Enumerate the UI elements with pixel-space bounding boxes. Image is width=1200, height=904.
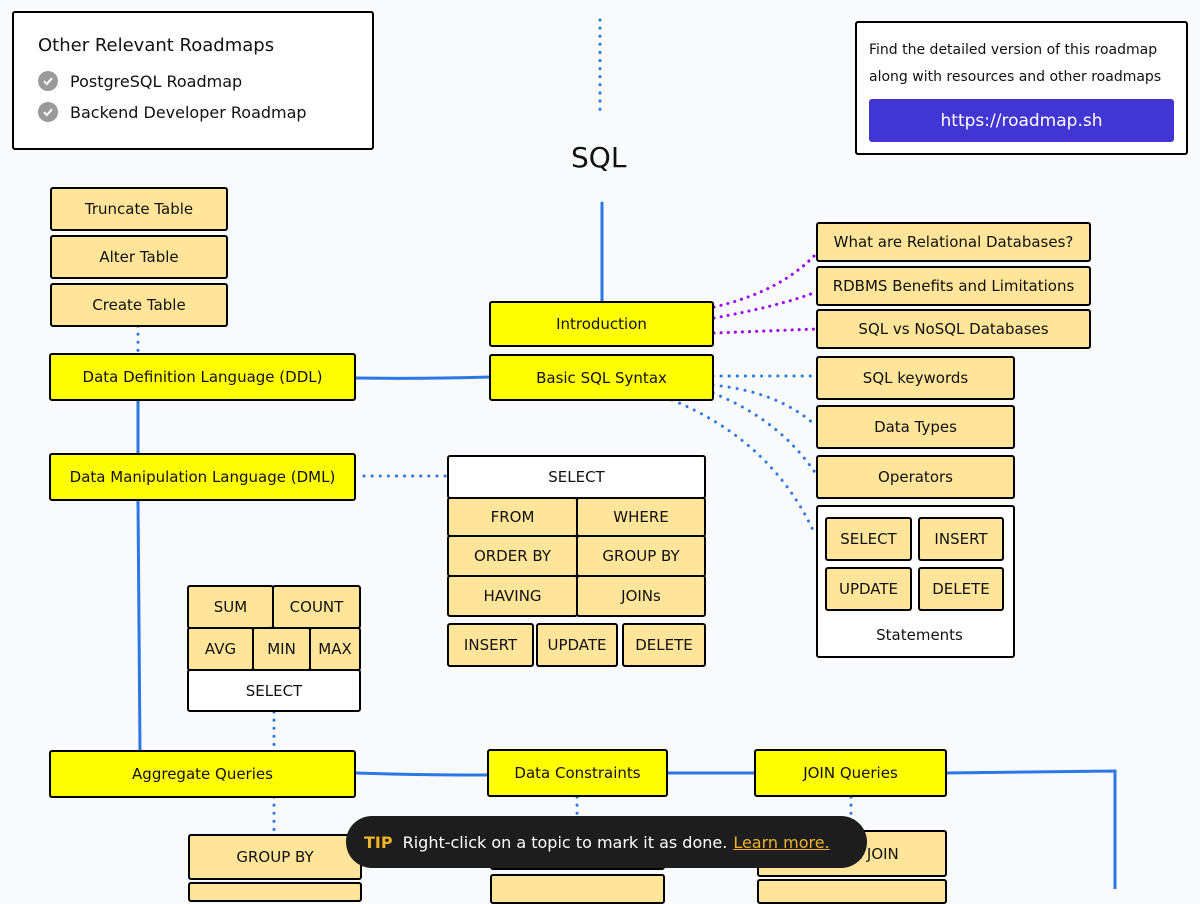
roadmap-title: SQL — [571, 141, 627, 174]
aggregate-max[interactable]: MAX — [309, 627, 361, 671]
topic-join-queries[interactable]: JOIN Queries — [754, 749, 947, 797]
check-circle-icon — [38, 102, 58, 122]
dotted-basic-operators — [711, 391, 818, 476]
subtopic-partial-join-2[interactable] — [757, 879, 947, 904]
relevant-roadmaps-title: Other Relevant Roadmaps — [38, 35, 275, 56]
relevant-roadmaps-panel: Other Relevant Roadmaps PostgreSQL Roadm… — [12, 11, 374, 150]
subtopic-partial-constraints-2[interactable] — [490, 874, 665, 904]
detailed-version-panel: Find the detailed version of this roadma… — [855, 21, 1188, 155]
dotted-basic-datatypes — [711, 383, 818, 428]
dotted-intro-nosql — [712, 327, 818, 335]
subtopic-operators[interactable]: Operators — [816, 455, 1015, 499]
tip-learn-more-link[interactable]: Learn more. — [733, 832, 830, 852]
dml-from[interactable]: FROM — [447, 497, 578, 537]
dotted-intro-rdbms — [712, 290, 818, 320]
topic-introduction[interactable]: Introduction — [489, 301, 714, 347]
topic-basic-sql-syntax[interactable]: Basic SQL Syntax — [489, 354, 714, 401]
statement-select[interactable]: SELECT — [825, 517, 912, 561]
aggregate-sum[interactable]: SUM — [187, 585, 274, 629]
subtopic-alter-table[interactable]: Alter Table — [50, 235, 228, 279]
tip-tag: TIP — [364, 832, 393, 852]
tip-text: Right-click on a topic to mark it as don… — [402, 832, 728, 852]
subtopic-sql-keywords[interactable]: SQL keywords — [816, 356, 1015, 400]
subtopic-relational-databases[interactable]: What are Relational Databases? — [816, 222, 1091, 262]
cta-text-line2: along with resources and other roadmaps — [869, 69, 1162, 85]
statement-update[interactable]: UPDATE — [825, 567, 912, 611]
dml-update[interactable]: UPDATE — [536, 623, 618, 667]
aggregate-select[interactable]: SELECT — [187, 669, 361, 712]
connector-aggregate-constraints — [354, 771, 490, 777]
statement-insert[interactable]: INSERT — [918, 517, 1004, 561]
tip-toast: TIP Right-click on a topic to mark it as… — [346, 816, 867, 868]
roadmap-site-button[interactable]: https://roadmap.sh — [869, 99, 1174, 142]
dml-group-by[interactable]: GROUP BY — [576, 535, 706, 577]
dml-select[interactable]: SELECT — [447, 455, 706, 499]
subtopic-truncate-table[interactable]: Truncate Table — [50, 187, 228, 231]
subtopic-create-table[interactable]: Create Table — [50, 283, 228, 327]
dotted-intro-relational — [712, 252, 818, 309]
connector-ddl-basic — [353, 375, 492, 380]
roadmap-link-postgresql[interactable]: PostgreSQL Roadmap — [38, 71, 242, 91]
topic-data-constraints[interactable]: Data Constraints — [487, 749, 668, 797]
aggregate-group-by[interactable]: GROUP BY — [188, 834, 362, 880]
aggregate-count[interactable]: COUNT — [272, 585, 361, 629]
dml-having[interactable]: HAVING — [447, 575, 578, 617]
topic-aggregate-queries[interactable]: Aggregate Queries — [49, 750, 356, 798]
roadmap-link-backend[interactable]: Backend Developer Roadmap — [38, 102, 307, 122]
dml-order-by[interactable]: ORDER BY — [447, 535, 578, 577]
connector-join-right — [944, 769, 1117, 889]
subtopic-partial-below-groupby[interactable] — [188, 882, 362, 902]
dml-where[interactable]: WHERE — [576, 497, 706, 537]
cta-text-line1: Find the detailed version of this roadma… — [869, 42, 1158, 58]
topic-dml[interactable]: Data Manipulation Language (DML) — [49, 453, 356, 501]
dml-insert[interactable]: INSERT — [447, 623, 534, 667]
aggregate-min[interactable]: MIN — [252, 627, 311, 671]
subtopic-rdbms-benefits[interactable]: RDBMS Benefits and Limitations — [816, 266, 1091, 306]
subtopic-data-types[interactable]: Data Types — [816, 405, 1015, 449]
aggregate-avg[interactable]: AVG — [187, 627, 254, 671]
statements-label: Statements — [876, 626, 963, 644]
subtopic-sql-vs-nosql[interactable]: SQL vs NoSQL Databases — [816, 309, 1091, 349]
check-circle-icon — [38, 71, 58, 91]
topic-ddl[interactable]: Data Definition Language (DDL) — [49, 353, 356, 401]
statement-delete[interactable]: DELETE — [918, 567, 1004, 611]
dml-delete[interactable]: DELETE — [622, 623, 706, 667]
connector-dml-aggregate — [136, 498, 142, 754]
roadmap-link-label: PostgreSQL Roadmap — [70, 71, 243, 91]
dml-joins[interactable]: JOINs — [576, 575, 706, 617]
roadmap-link-label: Backend Developer Roadmap — [70, 102, 307, 122]
